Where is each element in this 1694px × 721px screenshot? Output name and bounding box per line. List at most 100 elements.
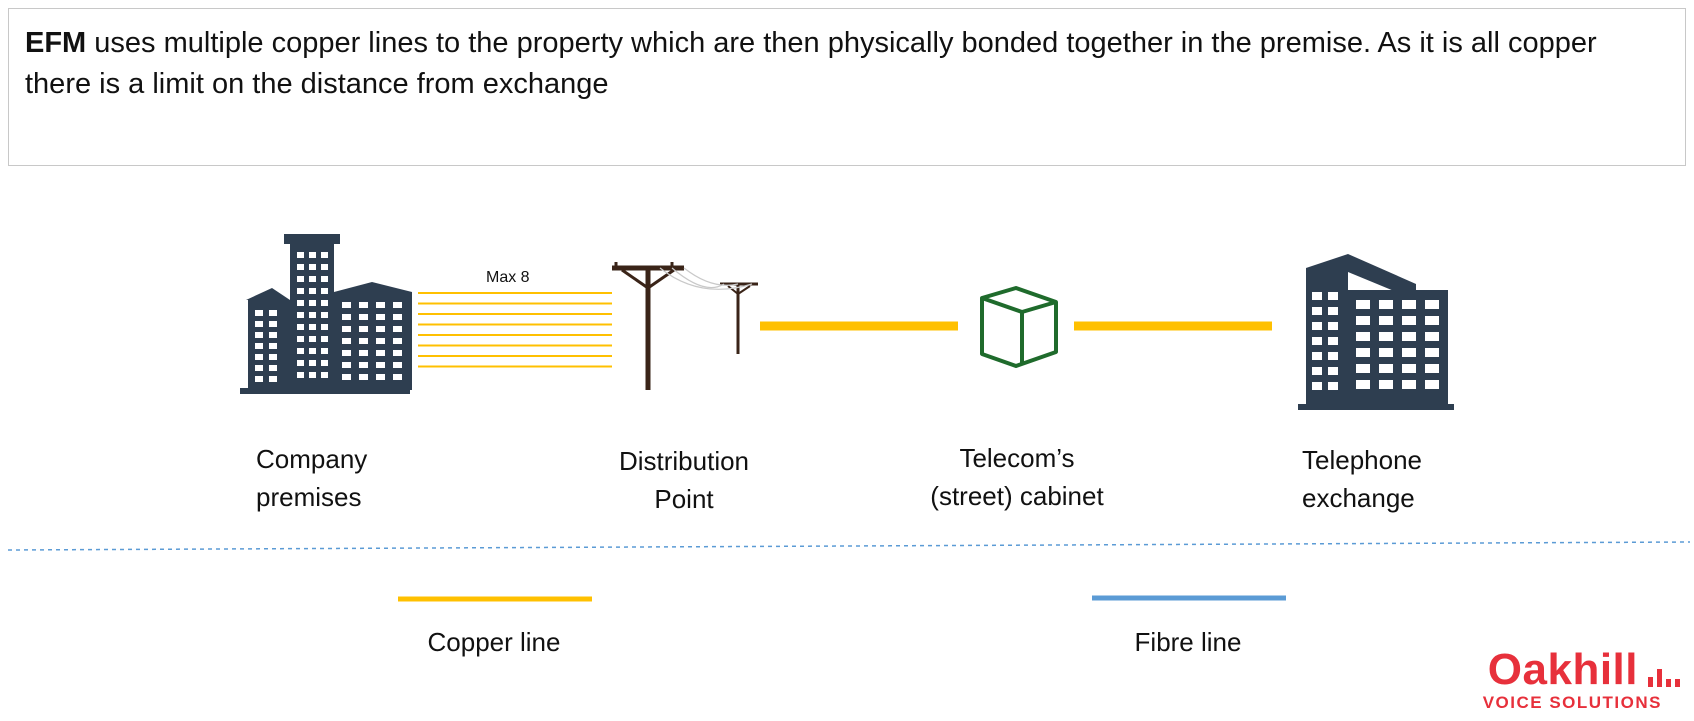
oakhill-logo: Oakhill VOICE SOLUTIONS bbox=[1483, 647, 1680, 713]
window bbox=[321, 252, 328, 258]
window bbox=[309, 336, 316, 342]
window bbox=[1356, 316, 1370, 325]
logo-word-row: Oakhill bbox=[1483, 647, 1680, 693]
window bbox=[269, 310, 277, 316]
window bbox=[1356, 364, 1370, 373]
window bbox=[393, 314, 402, 320]
window bbox=[393, 374, 402, 380]
window bbox=[255, 332, 263, 338]
window bbox=[1425, 332, 1439, 341]
window bbox=[359, 374, 368, 380]
office-building-windows bbox=[255, 252, 402, 382]
window bbox=[297, 300, 304, 306]
description-text: uses multiple copper lines to the proper… bbox=[25, 27, 1597, 100]
window bbox=[1328, 367, 1338, 375]
window bbox=[309, 252, 316, 258]
window bbox=[376, 314, 385, 320]
window bbox=[1379, 316, 1393, 325]
window bbox=[321, 336, 328, 342]
window bbox=[1425, 316, 1439, 325]
node-label-company-line1: Company bbox=[256, 444, 368, 474]
legend-copper-label: Copper line bbox=[427, 627, 561, 657]
window bbox=[359, 350, 368, 356]
dotted-separator bbox=[7, 541, 1691, 551]
window bbox=[1402, 316, 1416, 325]
window bbox=[255, 343, 263, 349]
window bbox=[376, 302, 385, 308]
window bbox=[269, 332, 277, 338]
window bbox=[1425, 380, 1439, 389]
window bbox=[1402, 348, 1416, 357]
description-box: EFM uses multiple copper lines to the pr… bbox=[8, 8, 1686, 166]
window bbox=[309, 324, 316, 330]
window bbox=[297, 336, 304, 342]
window bbox=[297, 324, 304, 330]
window bbox=[1402, 380, 1416, 389]
logo-subtitle: VOICE SOLUTIONS bbox=[1482, 693, 1662, 712]
node-label-distribution-line1: Distribution bbox=[618, 446, 750, 476]
telegraph-pole-icon bbox=[612, 262, 758, 390]
window bbox=[297, 360, 304, 366]
window bbox=[1402, 332, 1416, 341]
window bbox=[1328, 292, 1338, 300]
window bbox=[1379, 348, 1393, 357]
window bbox=[321, 276, 328, 282]
cabinet-box-icon bbox=[980, 286, 1058, 368]
window bbox=[342, 302, 351, 308]
window bbox=[309, 312, 316, 318]
description-lead: EFM bbox=[25, 27, 87, 59]
window bbox=[269, 365, 277, 371]
window bbox=[342, 314, 351, 320]
window bbox=[359, 362, 368, 368]
window bbox=[342, 374, 351, 380]
window bbox=[359, 302, 368, 308]
window bbox=[1328, 322, 1338, 330]
max-lines-label: Max 8 bbox=[486, 269, 530, 286]
window bbox=[297, 312, 304, 318]
window bbox=[1328, 382, 1338, 390]
window bbox=[1402, 300, 1416, 309]
window bbox=[1328, 337, 1338, 345]
window bbox=[376, 350, 385, 356]
window bbox=[1356, 300, 1370, 309]
window bbox=[1328, 307, 1338, 315]
window bbox=[255, 321, 263, 327]
window bbox=[309, 372, 316, 378]
node-label-distribution: Distribution Point bbox=[598, 442, 770, 518]
window bbox=[359, 326, 368, 332]
window bbox=[342, 338, 351, 344]
window bbox=[376, 326, 385, 332]
window bbox=[376, 362, 385, 368]
window bbox=[321, 324, 328, 330]
window bbox=[309, 288, 316, 294]
window bbox=[342, 362, 351, 368]
window bbox=[321, 300, 328, 306]
node-label-company-line2: premises bbox=[256, 482, 362, 512]
window bbox=[1312, 382, 1322, 390]
window bbox=[309, 264, 316, 270]
window bbox=[359, 314, 368, 320]
window bbox=[269, 321, 277, 327]
copper-lines-bundle bbox=[418, 292, 612, 368]
window bbox=[297, 276, 304, 282]
window bbox=[255, 365, 263, 371]
window bbox=[1312, 307, 1322, 315]
window bbox=[321, 360, 328, 366]
window bbox=[1379, 364, 1393, 373]
window bbox=[309, 348, 316, 354]
window bbox=[393, 362, 402, 368]
window bbox=[393, 338, 402, 344]
window bbox=[309, 300, 316, 306]
window bbox=[1312, 337, 1322, 345]
node-label-distribution-line2: Point bbox=[654, 484, 714, 514]
window bbox=[297, 348, 304, 354]
window bbox=[1328, 352, 1338, 360]
window bbox=[309, 360, 316, 366]
window bbox=[255, 354, 263, 360]
window bbox=[1379, 380, 1393, 389]
window bbox=[255, 310, 263, 316]
window bbox=[393, 326, 402, 332]
node-label-exchange-line2: exchange bbox=[1302, 483, 1415, 513]
